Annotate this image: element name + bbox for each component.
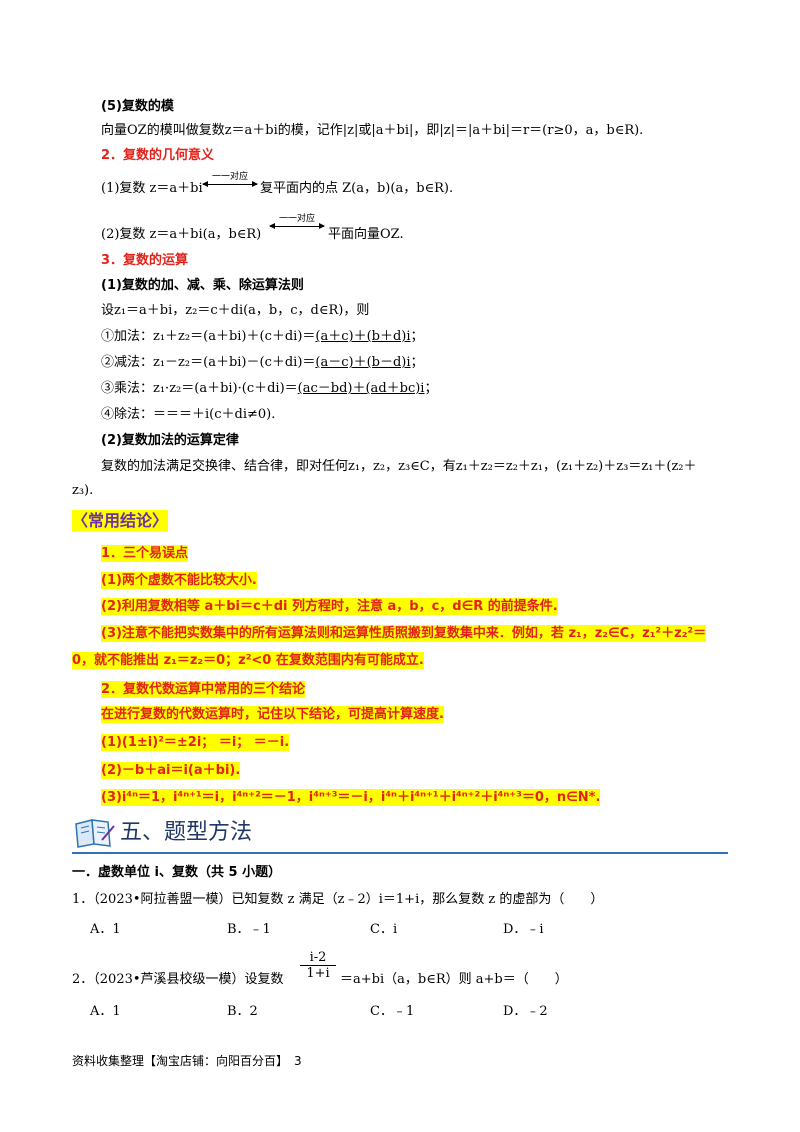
- geo-1-left: (1)复数 z＝a＋bi: [101, 181, 203, 196]
- question-1: 1．（2023•阿拉善盟一模）已知复数 z 满足（z﹣2）i＝1+i，那么复数 …: [72, 892, 604, 907]
- question-group-title: 一．虚数单位 i、复数（共 5 小题）: [72, 865, 282, 880]
- q2-option-c[interactable]: C．﹣1: [370, 1004, 415, 1019]
- one-to-one-arrow-1: 一一对应: [202, 172, 258, 187]
- op-mul: ③乘法：z₁·z₂＝(a＋bi)·(c＋di)＝(ac－bd)＋(ad＋bc)i…: [101, 381, 438, 396]
- op-add-expr: ①加法：z₁＋z₂＝(a＋bi)＋(c＋di)＝: [101, 329, 316, 344]
- c2-item-1: (1)(1±i)²＝±2i； ＝i； ＝－i.: [101, 734, 290, 752]
- c1-item-1: (1)两个虚数不能比较大小.: [101, 572, 257, 590]
- page-footer: 资料收集整理【淘宝店铺：向阳百分百】 3: [72, 1054, 302, 1068]
- arrow-label: 一一对应: [278, 214, 315, 224]
- geo-2-right: 平面向量OZ.: [328, 227, 404, 242]
- c2-intro: 在进行复数的代数运算时，记住以下结论，可提高计算速度.: [101, 706, 444, 724]
- q1-option-c[interactable]: C．i: [370, 922, 398, 937]
- q2-option-a[interactable]: A．1: [90, 1004, 121, 1019]
- q2-denominator: 1+i: [306, 966, 330, 981]
- q1-option-a[interactable]: A．1: [90, 922, 121, 937]
- op-add-answer: (a＋c)＋(b＋d)i: [315, 329, 411, 344]
- c1-1-text: (1)两个虚数不能比较大小.: [101, 572, 257, 589]
- c2-3-text: (3)i⁴ⁿ＝1，i⁴ⁿ⁺¹＝i，i⁴ⁿ⁺²＝－1，i⁴ⁿ⁺³＝－i，i⁴ⁿ＋i…: [101, 789, 601, 806]
- c1-item-2: (2)利用复数相等 a＋bi＝c＋di 列方程时，注意 a，b，c，d∈R 的前…: [101, 598, 558, 616]
- heading-geometric-meaning: 2．复数的几何意义: [101, 148, 215, 163]
- q1-option-b[interactable]: B．﹣1: [227, 922, 271, 937]
- op-div: ④除法：＝＝＝＋i(c＋di≠0).: [101, 407, 276, 422]
- q1-option-d[interactable]: D．﹣i: [503, 922, 544, 937]
- q2-option-d[interactable]: D．﹣2: [503, 1004, 548, 1019]
- c2-text: 2．复数代数运算中常用的三个结论: [101, 681, 306, 698]
- geo-1-right: 复平面内的点 Z(a，b)(a，b∈R).: [260, 181, 454, 196]
- book-icon: [72, 816, 116, 850]
- law-title: (2)复数加法的运算定律: [101, 433, 239, 448]
- heading-operations: 3．复数的运算: [101, 253, 189, 268]
- c1-3b-text: 0，就不能推出 z₁＝z₂＝0；z²<0 在复数范围内有可能成立.: [72, 652, 424, 669]
- section-5-title: (5)复数的模: [101, 99, 174, 114]
- c1-item-3-cont: 0，就不能推出 z₁＝z₂＝0；z²<0 在复数范围内有可能成立.: [72, 652, 424, 670]
- c2-1-text: (1)(1±i)²＝±2i； ＝i； ＝－i.: [101, 734, 290, 751]
- c2-item-2: (2)－b＋ai＝i(a＋bi).: [101, 762, 241, 780]
- double-arrow-icon: [269, 223, 325, 229]
- c2-2-text: (2)－b＋ai＝i(a＋bi).: [101, 762, 241, 779]
- op-sub-answer: (a－c)＋(b－d)i: [315, 355, 411, 370]
- c2-heading: 2．复数代数运算中常用的三个结论: [101, 681, 306, 699]
- section-rule: [72, 852, 728, 854]
- modulus-definition: 向量OZ的模叫做复数z＝a＋bi的模，记作|z|或|a＋bi|，即|z|＝|a＋…: [101, 123, 644, 138]
- op-add: ①加法：z₁＋z₂＝(a＋bi)＋(c＋di)＝(a＋c)＋(b＋d)i；: [101, 329, 424, 344]
- conclusion-tag: 〈常用结论〉: [72, 510, 169, 532]
- c1-text: 1．三个易误点: [101, 545, 189, 562]
- geo-2-left: (2)复数 z＝a＋bi(a，b∈R): [101, 227, 262, 242]
- arrow-label: 一一对应: [211, 172, 248, 182]
- c2-intro-text: 在进行复数的代数运算时，记住以下结论，可提高计算速度.: [101, 706, 444, 723]
- conclusion-tag-text: 〈常用结论〉: [72, 510, 169, 531]
- double-arrow-icon: [202, 181, 258, 187]
- ops-setup: 设z₁＝a＋bi，z₂＝c＋di(a，b，c，d∈R)，则: [101, 303, 370, 318]
- question-2-lead: 2．（2023•芦溪县校级一模）设复数: [72, 972, 284, 987]
- op-sub: ②减法：z₁－z₂＝(a＋bi)－(c＋di)＝(a－c)＋(b－d)i；: [101, 355, 424, 370]
- c1-heading: 1．三个易误点: [101, 545, 189, 563]
- law-tail: z₃).: [72, 483, 94, 498]
- question-2-tail: ＝a+bi（a，b∈R）则 a+b＝（ ）: [340, 972, 568, 987]
- one-to-one-arrow-2: 一一对应: [269, 214, 325, 229]
- q2-option-b[interactable]: B．2: [227, 1004, 258, 1019]
- section-title: 五、题型方法: [120, 820, 253, 845]
- op-sub-expr: ②减法：z₁－z₂＝(a＋bi)－(c＋di)＝: [101, 355, 316, 370]
- c1-2-text: (2)利用复数相等 a＋bi＝c＋di 列方程时，注意 a，b，c，d∈R 的前…: [101, 598, 558, 615]
- c1-3-text: (3)注意不能把实数集中的所有运算法则和运算性质照搬到复数集中来．例如，若 z₁…: [101, 625, 707, 642]
- q2-fraction: i-2 1+i: [300, 950, 336, 981]
- law-body: 复数的加法满足交换律、结合律，即对任何z₁，z₂，z₃∈C，有z₁＋z₂＝z₂＋…: [101, 459, 697, 474]
- op-mul-answer: (ac－bd)＋(ad＋bc)i: [297, 381, 425, 396]
- c1-item-3: (3)注意不能把实数集中的所有运算法则和运算性质照搬到复数集中来．例如，若 z₁…: [101, 625, 707, 643]
- q2-numerator: i-2: [300, 950, 336, 966]
- op-mul-expr: ③乘法：z₁·z₂＝(a＋bi)·(c＋di)＝: [101, 381, 298, 396]
- ops-title: (1)复数的加、减、乘、除运算法则: [101, 278, 304, 293]
- c2-item-3: (3)i⁴ⁿ＝1，i⁴ⁿ⁺¹＝i，i⁴ⁿ⁺²＝－1，i⁴ⁿ⁺³＝－i，i⁴ⁿ＋i…: [101, 789, 601, 807]
